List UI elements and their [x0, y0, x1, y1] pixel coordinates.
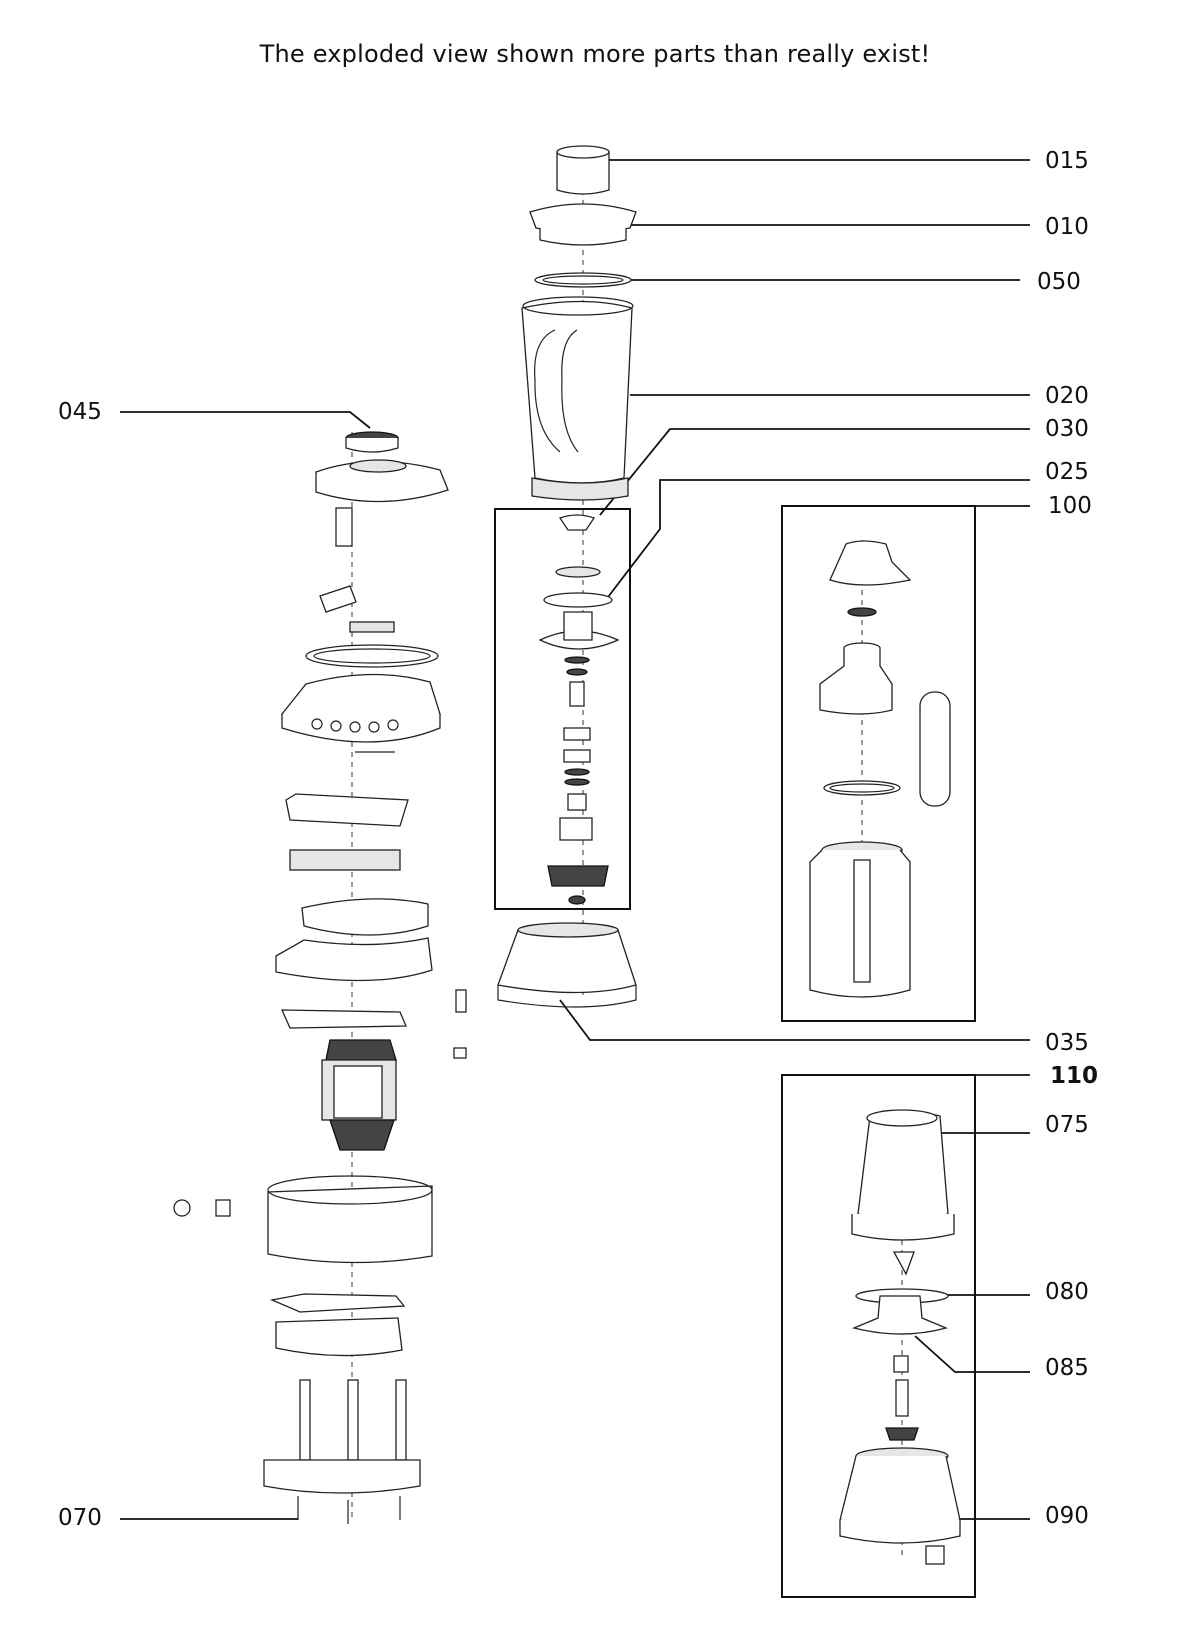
label-030: 030: [1045, 416, 1089, 442]
label-070: 070: [58, 1505, 102, 1531]
accessory-100-grinder: [809, 540, 951, 998]
label-110: 110: [1050, 1063, 1099, 1089]
label-015: 015: [1045, 148, 1089, 174]
accessory-110-mill: [839, 1109, 961, 1565]
leader-lines: [120, 159, 1030, 1520]
label-025: 025: [1045, 459, 1089, 485]
leader-045: [120, 411, 371, 429]
label-075: 075: [1045, 1112, 1089, 1138]
label-080: 080: [1045, 1279, 1089, 1305]
leader-035: [559, 999, 1030, 1041]
part-030-blade: [558, 514, 596, 531]
part-010-lid: [529, 203, 637, 233]
page-title: The exploded view shown more parts than …: [259, 40, 931, 68]
motor-base-assembly: [173, 431, 467, 1524]
label-010: 010: [1045, 214, 1089, 240]
label-100: 100: [1048, 493, 1092, 519]
part-050-seal: [534, 272, 632, 288]
part-025-ring: [543, 592, 613, 608]
leader-025: [604, 479, 1030, 602]
jar-assembly: [497, 145, 637, 1008]
part-085-blade-carrier: [851, 1295, 948, 1335]
blade-assembly-frame: [494, 508, 631, 910]
accessory-110-frame: [781, 1074, 976, 1598]
label-090: 090: [1045, 1503, 1089, 1529]
accessory-100-frame: [781, 505, 976, 1022]
label-035: 035: [1045, 1030, 1089, 1056]
label-050: 050: [1037, 269, 1081, 295]
part-075-cup: [857, 1110, 949, 1221]
part-020-jar: [521, 300, 633, 484]
leader-030: [599, 428, 1030, 516]
label-020: 020: [1045, 383, 1089, 409]
label-085: 085: [1045, 1355, 1089, 1381]
label-045: 045: [58, 399, 102, 425]
leader-085: [914, 1335, 1030, 1373]
